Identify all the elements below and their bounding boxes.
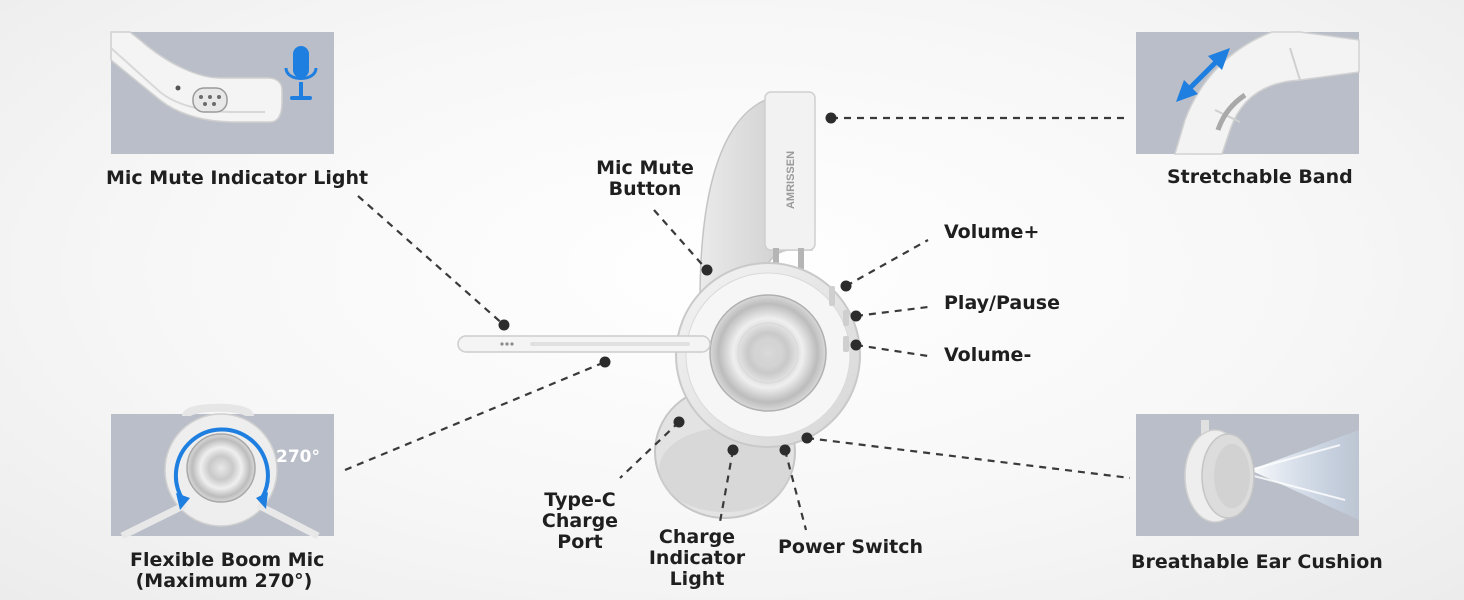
label-power-switch: Power Switch	[778, 536, 924, 558]
angle-label: 270°	[276, 447, 320, 467]
label-volume-up: Volume+	[944, 221, 1040, 243]
callout-dot	[801, 432, 813, 444]
label-charge-indicator: Charge Indicator Light	[645, 527, 749, 590]
callout-dot	[825, 112, 837, 124]
volume-up-key	[829, 286, 835, 306]
callout-lines	[344, 116, 1131, 531]
thumb-flexible-boom: 270°	[111, 403, 334, 540]
label-typec-line2: Charge	[541, 510, 619, 532]
play-pause-key	[843, 310, 849, 326]
callout-dot	[498, 319, 510, 331]
callout-dots	[498, 112, 862, 456]
callout-dot	[850, 310, 862, 322]
label-mic-mute-line1: Mic Mute	[596, 157, 694, 179]
label-breathable-cushion: Breathable Ear Cushion	[1131, 551, 1383, 573]
thumb-stretchable-band	[1136, 31, 1360, 155]
label-charge-line1: Charge	[658, 526, 736, 548]
band-slider	[764, 91, 816, 251]
label-charge-line2: Indicator	[648, 547, 746, 569]
callout-dot	[599, 356, 611, 368]
label-mic-mute-button: Mic Mute Button	[590, 158, 700, 200]
callout-dot	[701, 264, 713, 276]
label-flexible-boom-mic: Flexible Boom Mic (Maximum 270°)	[130, 549, 325, 592]
microphone-icon	[284, 46, 318, 100]
thumb-ear-cushion	[1136, 414, 1359, 536]
label-flexible-boom-line2: (Maximum 270°)	[135, 570, 313, 592]
callout-dot	[779, 444, 791, 456]
label-charge-line3: Light	[669, 568, 725, 590]
label-typec-line1: Type-C	[544, 489, 616, 511]
headset-illustration: AMRISSEN	[457, 91, 861, 519]
mic-holes	[500, 342, 514, 346]
label-typec-port: Type-C Charge Port	[530, 490, 630, 553]
callout-dot	[840, 280, 852, 292]
volume-down-key	[843, 336, 849, 352]
brand-logo: AMRISSEN	[785, 151, 797, 209]
callout-dot	[850, 339, 862, 351]
label-mic-mute-indicator: Mic Mute Indicator Light	[106, 167, 369, 189]
label-play-pause: Play/Pause	[944, 292, 1060, 314]
label-volume-down: Volume-	[944, 344, 1032, 366]
rotation-arrow-icon	[173, 427, 270, 502]
label-mic-mute-line2: Button	[608, 178, 682, 200]
label-flexible-boom-line1: Flexible Boom Mic	[130, 549, 325, 571]
callout-dot	[727, 444, 739, 456]
callout-dot	[673, 416, 685, 428]
label-typec-line3: Port	[557, 531, 603, 553]
thumb-mic-indicator	[110, 31, 334, 154]
label-stretchable-band: Stretchable Band	[1167, 166, 1353, 188]
stretch-arrow-icon	[1176, 48, 1230, 102]
